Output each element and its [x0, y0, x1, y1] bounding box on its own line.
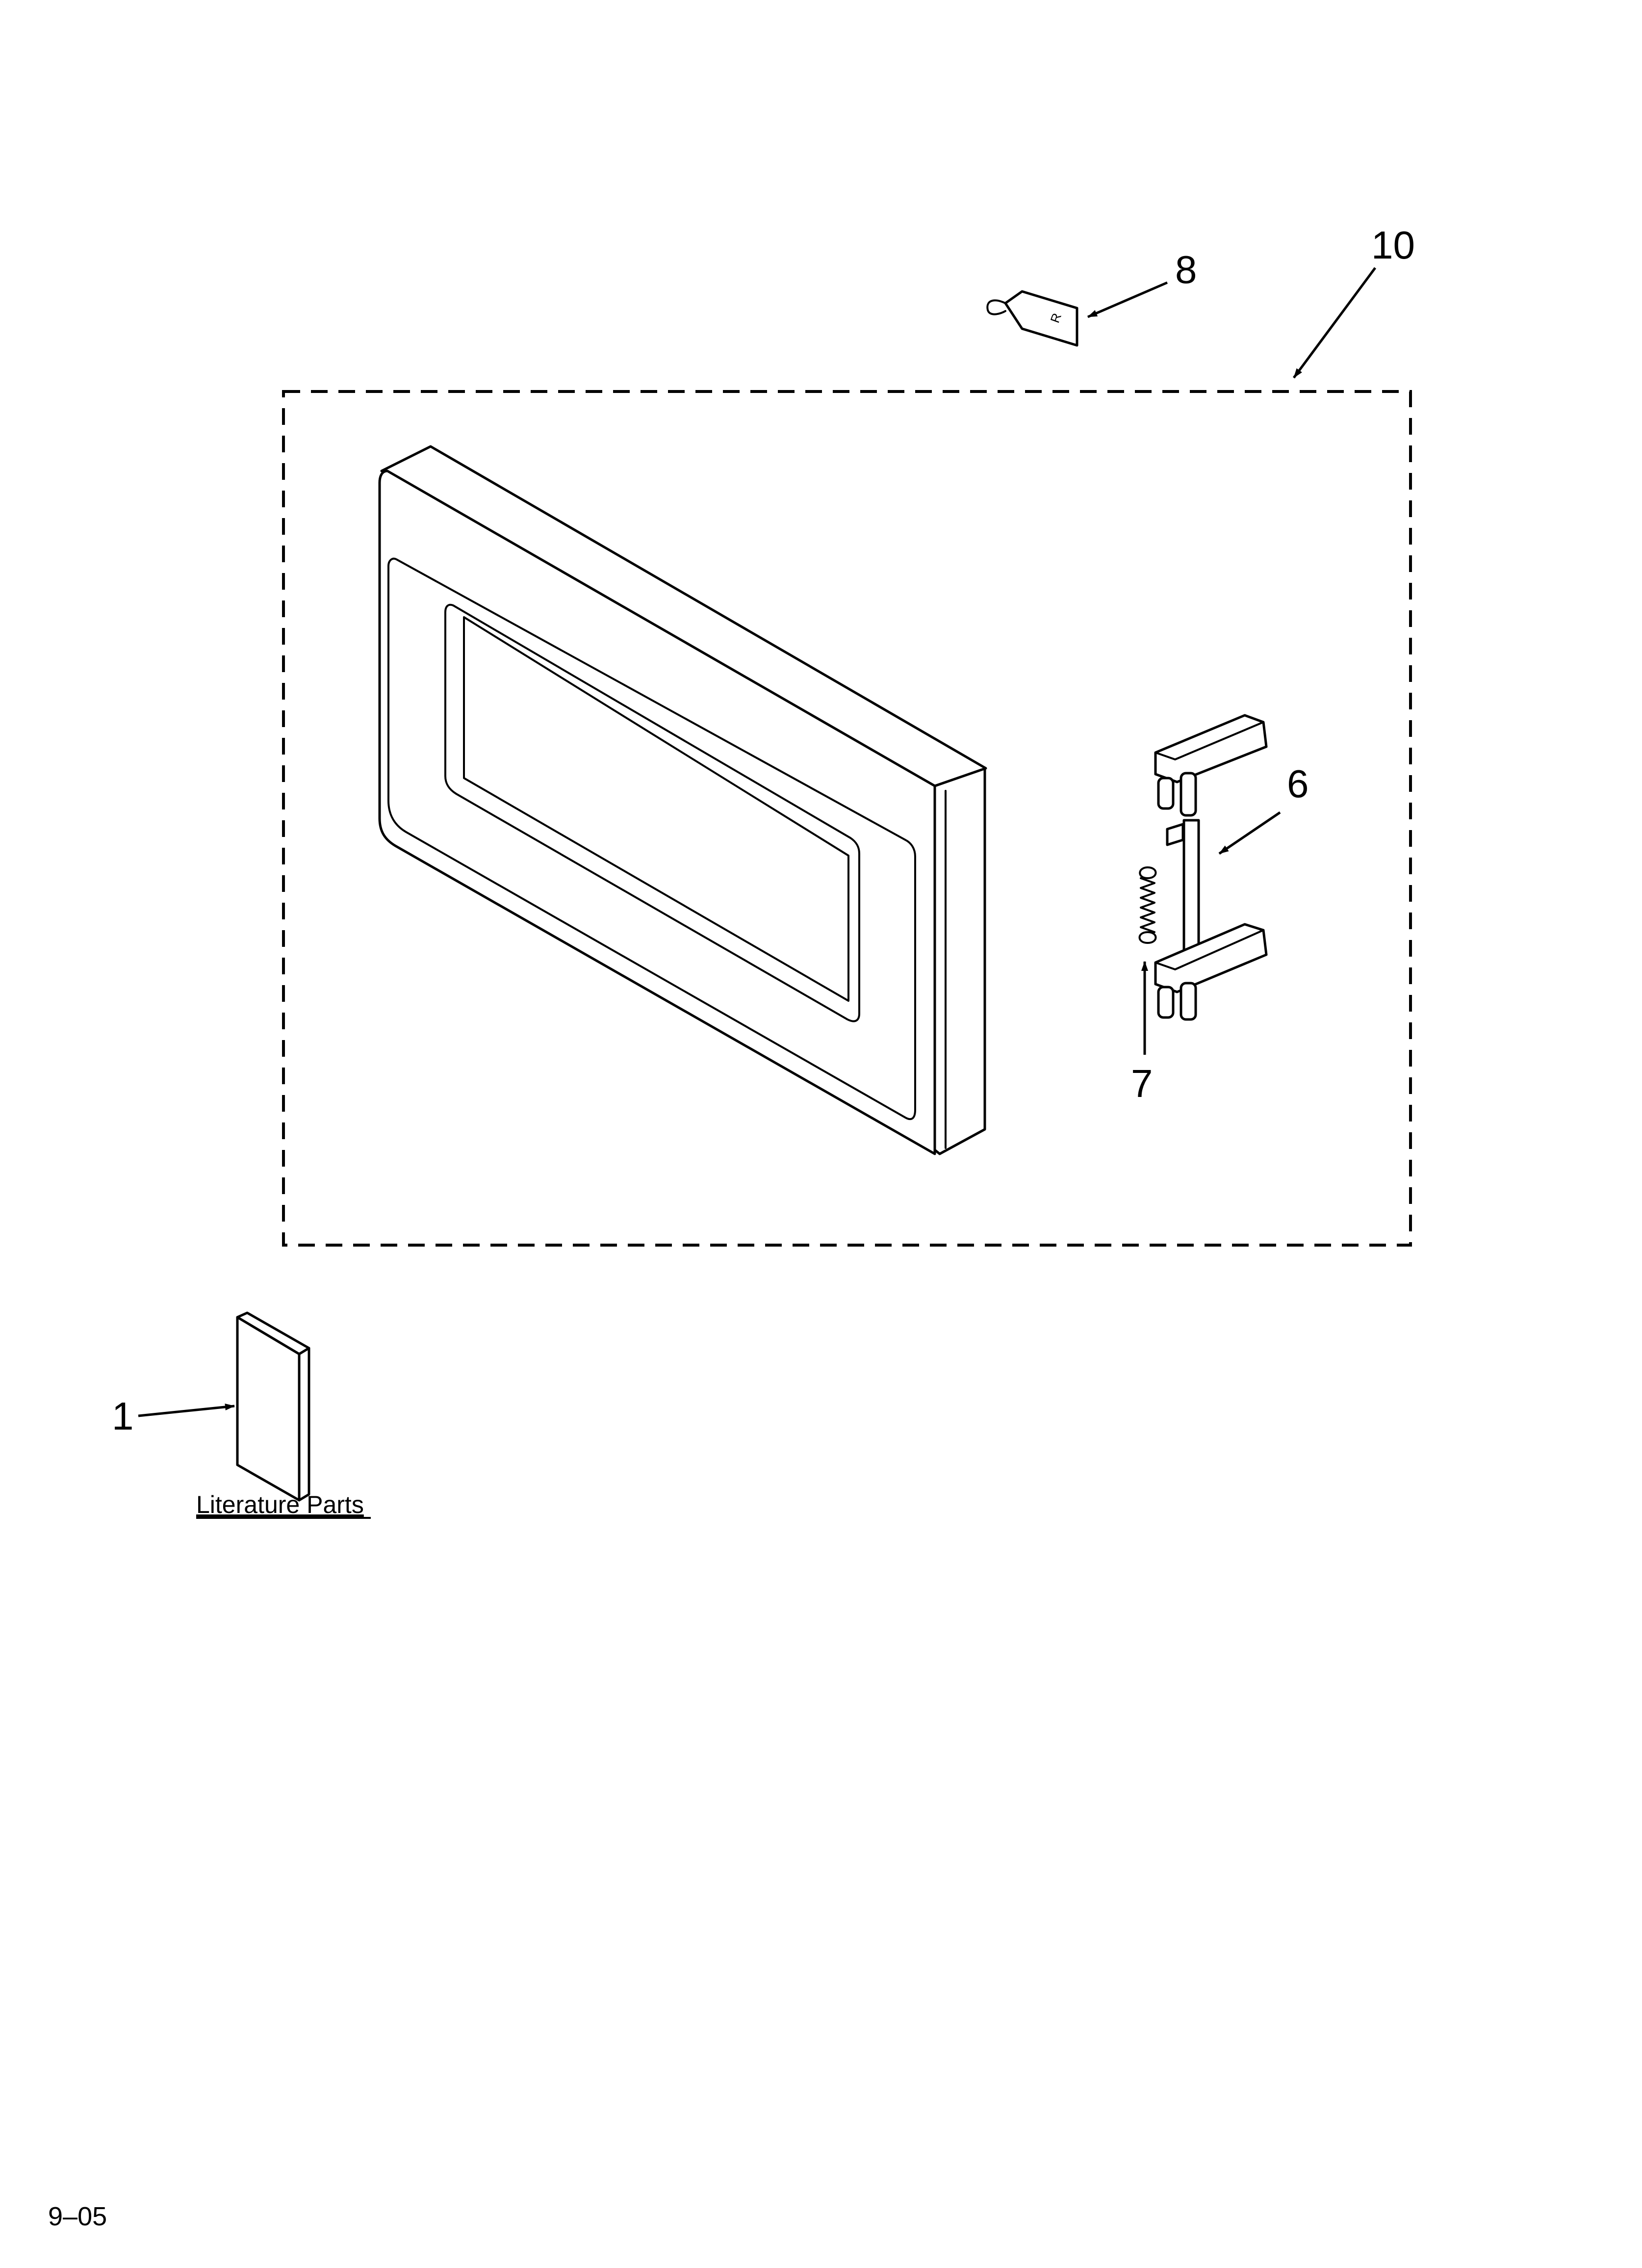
- spring-part-7: [1138, 866, 1157, 944]
- latch-part-6: [1154, 714, 1268, 1021]
- leader-line-8: [1087, 281, 1168, 318]
- callout-7: 7: [1131, 1062, 1153, 1105]
- leader-line-10: [1292, 267, 1377, 379]
- callout-10: 10: [1371, 223, 1415, 267]
- callout-6: 6: [1287, 762, 1309, 806]
- leader-line-6: [1218, 811, 1281, 855]
- leader-line-1: [138, 1403, 235, 1417]
- callout-8: 8: [1175, 248, 1197, 291]
- callout-1: 1: [112, 1394, 134, 1438]
- clip-part-8: R: [986, 290, 1078, 347]
- door-panel: [378, 445, 987, 1155]
- literature-parts-caption: Literature Parts: [196, 1491, 364, 1518]
- page-code: 9–05: [48, 2202, 107, 2231]
- literature-booklet-part-1: [236, 1311, 310, 1502]
- assembly-boundary-dashed: [282, 390, 1412, 1247]
